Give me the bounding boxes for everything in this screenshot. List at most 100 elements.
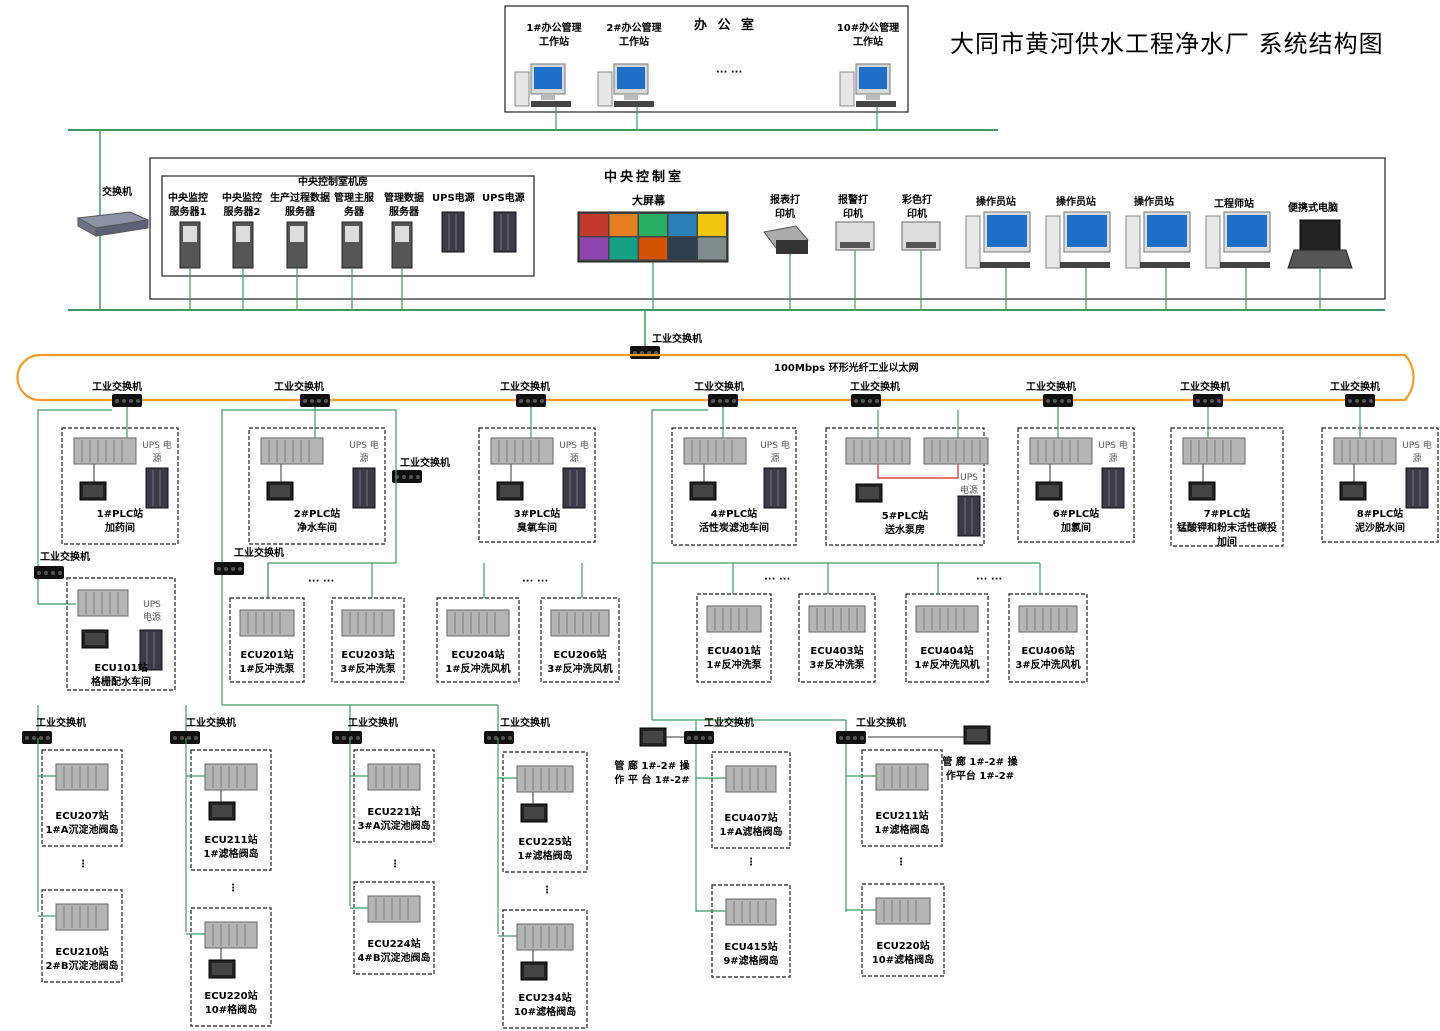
office-ws10-label: 10#办公管理工作站 <box>836 22 900 50</box>
screen-label: 大屏幕 <box>632 194 665 208</box>
plc4-name: 4#PLC站 <box>679 508 789 522</box>
eng-label: 工程师站 <box>1214 198 1254 212</box>
server3-icon <box>287 222 307 268</box>
ecu-lower-5-desc: 3#A沉淀池阀岛 <box>348 820 440 834</box>
plc8-ups-label: UPS 电源 <box>1402 440 1432 466</box>
plc7-switch-icon <box>1193 394 1223 407</box>
platform-left-hmi-icon <box>640 728 666 746</box>
plc1-name: 1#PLC站 <box>65 508 175 522</box>
ecu101-desc: 格栅配水车间 <box>71 676 171 690</box>
ecu-lower-4-rack-icon <box>205 922 257 948</box>
plc5-rack-b-icon <box>924 438 988 464</box>
ecu-row1-4-rack-icon <box>551 610 609 636</box>
vertical-dots-2: ⋮ <box>228 882 238 896</box>
ring-label: 100Mbps 环形光纤工业以太网 <box>774 362 919 376</box>
printer1-label: 报表打印机 <box>768 194 802 222</box>
plc4-ups-icon <box>764 468 786 508</box>
ecu-row1-8-desc: 3#反冲洗风机 <box>1003 659 1093 673</box>
ecu-row1-7-rack-icon <box>916 606 978 632</box>
ecu-lower-7-name: ECU225站 <box>498 836 592 850</box>
branch2-switch-label: 工业交换机 <box>400 457 450 471</box>
ecu101-switch-label: 工业交换机 <box>40 551 90 565</box>
plc8-hmi-icon <box>1340 482 1366 500</box>
lower-switch-4-icon <box>484 731 514 744</box>
ecu-row1-8-name: ECU406站 <box>1004 645 1092 659</box>
plc4-switch-label: 工业交换机 <box>694 381 744 395</box>
plc4-hmi-icon <box>690 482 716 500</box>
plc6-ups-label: UPS 电源 <box>1098 440 1128 466</box>
ecu-row1-2-desc: 3#反冲洗泵 <box>326 663 410 677</box>
alarm-printer-icon <box>836 222 874 250</box>
ecu-lower-5-name: ECU221站 <box>349 806 439 820</box>
plc6-rack-icon <box>1030 438 1092 464</box>
vertical-dots-4: ⋮ <box>542 884 552 898</box>
printer3-label: 彩色打印机 <box>900 194 934 222</box>
plc8-name: 8#PLC站 <box>1325 508 1435 522</box>
plc2-hmi-icon <box>267 482 293 500</box>
ecu-row1-5-name: ECU401站 <box>692 645 776 659</box>
ecu-lower-5-rack-icon <box>368 764 420 790</box>
server5-icon <box>392 222 412 268</box>
ecu-row1-4-desc: 3#反冲洗风机 <box>535 663 625 677</box>
vertical-dots-6: ⋮ <box>896 856 906 870</box>
plc6-name: 6#PLC站 <box>1021 508 1131 522</box>
ecu-lower-1-rack-icon <box>56 764 108 790</box>
plc8-ups-icon <box>1406 468 1428 508</box>
platform-right-label: 管 廊 1#-2# 操作平台 1#-2# <box>940 756 1020 784</box>
plc4-rack-icon <box>684 438 746 464</box>
ecu-lower-7-hmi-icon <box>521 804 547 822</box>
switch-icon <box>78 212 148 236</box>
ecu-lower-8-desc: 10#滤格阀岛 <box>497 1006 593 1020</box>
plc5-ups-icon <box>958 496 980 536</box>
plc2-rack-icon <box>261 438 323 464</box>
ecu-row1-5-desc: 1#反冲洗泵 <box>691 659 777 673</box>
ecu-row1-2-name: ECU203站 <box>327 649 409 663</box>
office-ws2-icon <box>598 64 654 107</box>
ups1-icon <box>442 212 464 252</box>
op3-station-icon <box>1126 212 1190 268</box>
op2-label: 操作员站 <box>1056 196 1096 210</box>
ecu-row1-1-name: ECU201站 <box>225 649 309 663</box>
ecu-lower-12-rack-icon <box>876 898 930 924</box>
plc7-switch-label: 工业交换机 <box>1180 381 1230 395</box>
plc2-ups-label: UPS 电源 <box>349 440 379 466</box>
plc8-switch-icon <box>1345 394 1375 407</box>
server-room-label: 中央控制室机房 <box>298 176 368 190</box>
vertical-dots-1: ⋮ <box>78 858 88 872</box>
ecu-lower-10-rack-icon <box>726 899 776 925</box>
srv4-label: 管理主服务器 <box>330 192 378 220</box>
laptop-icon <box>1288 220 1352 268</box>
plc8-switch-label: 工业交换机 <box>1330 381 1380 395</box>
plc4-ups-label: UPS 电源 <box>760 440 790 466</box>
ecu-lower-10-desc: 9#滤格阀岛 <box>706 955 796 969</box>
plc7-name: 7#PLC站 <box>1172 508 1282 522</box>
ecu-lower-6-name: ECU224站 <box>349 938 439 952</box>
plc6-desc: 加氯间 <box>1021 522 1131 536</box>
ups1-label: UPS电源 <box>432 192 475 206</box>
lower-switch-1-label: 工业交换机 <box>36 717 86 731</box>
ecu-lower-9-rack-icon <box>726 766 776 792</box>
plc2-switch-label: 工业交换机 <box>274 381 324 395</box>
ecu-lower-1-desc: 1#A沉淀池阀岛 <box>36 824 128 838</box>
ecu-lower-7-desc: 1#滤格阀岛 <box>497 850 593 864</box>
plc5-name: 5#PLC站 <box>850 510 960 524</box>
srv2-label: 中央监控服务器2 <box>218 192 266 220</box>
ecu-lower-1-name: ECU207站 <box>37 810 127 824</box>
ecu-lower-8-name: ECU234站 <box>498 992 592 1006</box>
row1-dots-b: ··· ··· <box>522 575 548 589</box>
office-ellipsis: ··· ··· <box>716 66 742 80</box>
ups2-label: UPS电源 <box>482 192 525 206</box>
ecu-lower-3-desc: 1#滤格阀岛 <box>185 848 277 862</box>
ecu-lower-6-desc: 4#B沉淀池阀岛 <box>348 952 440 966</box>
plc4-desc: 活性炭滤池车间 <box>679 522 789 536</box>
ups2-icon <box>494 212 516 252</box>
row1-dots-d: ··· ··· <box>976 573 1002 587</box>
ecu-lower-2-name: ECU210站 <box>37 946 127 960</box>
plc1-switch-label: 工业交换机 <box>92 381 142 395</box>
plc6-ups-icon <box>1102 468 1124 508</box>
plc1-switch-icon <box>112 394 142 407</box>
row1-dots-a: ··· ··· <box>308 575 334 589</box>
lower-switch-2-icon <box>170 731 200 744</box>
color-printer-icon <box>902 222 940 250</box>
branch2b-switch-icon <box>214 562 244 575</box>
